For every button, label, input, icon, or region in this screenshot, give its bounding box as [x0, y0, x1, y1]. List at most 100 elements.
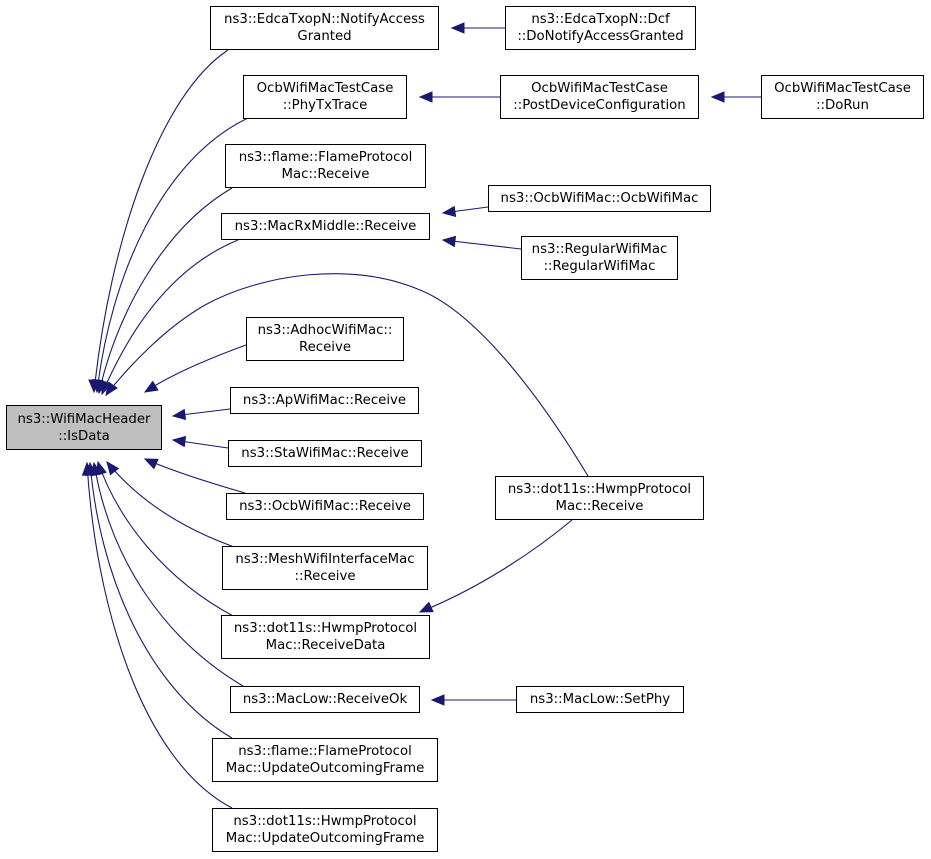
edge-arrowhead [171, 435, 187, 448]
edge-arrowhead [441, 205, 457, 218]
edge-ocbmac-ctor-to-macrx-receive [441, 205, 489, 218]
node-sta-receive[interactable]: ns3::StaWifiMac::Receive [228, 440, 422, 467]
node-label-line: ns3::dot11s::HwmpProtocol [233, 621, 418, 636]
node-label-line: ns3::dot11s::HwmpProtocol [233, 814, 417, 829]
node-label-line: Receive [298, 340, 352, 355]
edge-line [93, 462, 244, 687]
node-label-line: ns3::OcbWifiMac::Receive [239, 499, 411, 514]
node-label-line: ::IsData [58, 428, 110, 444]
edge-arrowhead [450, 22, 465, 34]
node-regular-ctor[interactable]: ns3::RegularWifiMac::RegularWifiMac [521, 236, 678, 280]
node-label-line: ns3::EdcaTxopN::Dcf [531, 12, 670, 27]
edge-line [106, 461, 241, 550]
node-label-line: ns3::AdhocWifiMac:: [257, 323, 393, 338]
node-label-line: Mac::ReceiveData [265, 638, 386, 653]
node-label-line: OcbWifiMacTestCase [774, 81, 911, 96]
node-label-line: Mac::UpdateOutcomingFrame [225, 761, 425, 776]
edge-sta-receive-to-root [171, 435, 229, 449]
node-label-line: ns3::flame::FlameProtocol [238, 744, 412, 759]
node-label-line: ns3::MacLow::ReceiveOk [242, 692, 408, 707]
node-ap-receive[interactable]: ns3::ApWifiMac::Receive [230, 387, 419, 414]
edge-arrowhead [143, 458, 159, 470]
edge-arrowhead [418, 91, 433, 103]
node-ocb-receive[interactable]: ns3::OcbWifiMac::Receive [226, 493, 424, 520]
edge-line [98, 187, 233, 394]
edge-hwmp-receive-to-hwmp-receivedata [418, 519, 573, 613]
edge-line [89, 462, 233, 739]
node-label-line: ns3::dot11s::HwmpProtocol [507, 482, 692, 497]
node-label-line: Mac::UpdateOutcomingFrame [225, 831, 425, 846]
edge-adhoc-receive-to-root [143, 344, 247, 393]
node-label-line: ns3::flame::FlameProtocol [238, 150, 413, 165]
node-ocb-postdev[interactable]: OcbWifiMacTestCase::PostDeviceConfigurat… [500, 75, 699, 119]
node-label-line: Mac::Receive [555, 499, 644, 514]
node-label-line: ::DoRun [816, 98, 869, 113]
node-label-line: ::PostDeviceConfiguration [513, 98, 686, 113]
node-label-line: ::DoNotifyAccessGranted [517, 29, 684, 44]
node-label-line: ns3::RegularWifiMac [531, 242, 668, 257]
node-label-line: ::RegularWifiMac [543, 259, 656, 274]
edge-arrowhead [710, 91, 725, 103]
edge-arrowhead [441, 235, 457, 248]
node-adhoc-receive[interactable]: ns3::AdhocWifiMac::Receive [246, 317, 404, 361]
edge-line [442, 239, 522, 250]
edge-mesh-receive-to-root [106, 460, 241, 550]
node-label-line: ns3::OcbWifiMac::OcbWifiMac [500, 191, 699, 206]
edge-arrowhead [430, 694, 445, 706]
edge-edca-dcf-to-edca-notify [450, 22, 505, 34]
edge-line [86, 462, 233, 809]
node-label-line: ns3::MeshWifiInterfaceMac [235, 552, 415, 567]
edge-hwmp-update-to-root [81, 461, 233, 809]
edge-ocb-receive-to-root [143, 458, 246, 494]
edge-line [101, 239, 239, 395]
edge-line [97, 461, 236, 618]
edge-macrx-receive-to-root [100, 239, 239, 396]
edge-ocb-postdev-to-ocb-phytx [418, 91, 500, 103]
edge-line [105, 273, 589, 477]
node-ocbmac-ctor[interactable]: ns3::OcbWifiMac::OcbWifiMac [488, 185, 711, 212]
edge-line [144, 344, 247, 393]
node-label-line: ns3::StaWifiMac::Receive [241, 446, 409, 461]
node-label-line: ns3::MacRxMiddle::Receive [234, 219, 417, 234]
node-mesh-receive[interactable]: ns3::MeshWifiInterfaceMac::Receive [222, 546, 428, 590]
node-label-line: Mac::Receive [281, 167, 370, 182]
node-maclow-setphy[interactable]: ns3::MacLow::SetPhy [516, 686, 684, 713]
edge-line [96, 117, 249, 393]
node-label-line: ns3::EdcaTxopN::NotifyAccess [224, 12, 425, 27]
edge-arrowhead [106, 460, 120, 476]
edge-hwmp-receive-to-root [105, 273, 589, 477]
edge-line [419, 519, 573, 613]
node-label-line: Granted [297, 29, 352, 44]
node-label-line: OcbWifiMacTestCase [256, 81, 394, 96]
node-label-line: ::PhyTxTrace [282, 98, 368, 113]
node-label-line: ns3::MacLow::SetPhy [529, 692, 671, 707]
node-macrx-receive[interactable]: ns3::MacRxMiddle::Receive [221, 213, 430, 240]
node-label-line: ns3::WifiMacHeader [17, 411, 151, 427]
edge-flame-update-to-root [85, 461, 233, 739]
node-maclow-receiveok[interactable]: ns3::MacLow::ReceiveOk [230, 686, 420, 713]
edge-regular-ctor-to-macrx-receive [441, 235, 522, 250]
edge-arrowhead [105, 381, 118, 397]
edge-maclow-setphy-to-maclow-receiveok [430, 694, 516, 706]
node-label-line: OcbWifiMacTestCase [531, 81, 668, 96]
node-ocb-dorun[interactable]: OcbWifiMacTestCase::DoRun [761, 75, 924, 119]
node-edca-dcf[interactable]: ns3::EdcaTxopN::Dcf::DoNotifyAccessGrant… [505, 6, 696, 50]
node-ocb-phytx[interactable]: OcbWifiMacTestCase::PhyTxTrace [243, 75, 407, 119]
node-root[interactable]: ns3::WifiMacHeader::IsData [6, 405, 162, 450]
edge-arrowhead [81, 461, 94, 476]
edge-ocb-dorun-to-ocb-postdev [710, 91, 761, 103]
edge-arrowhead [171, 408, 187, 421]
edge-edca-notify-to-root [88, 49, 229, 394]
node-label-line: ::Receive [294, 569, 356, 584]
edge-line [93, 49, 229, 393]
edge-arrowhead [418, 601, 434, 613]
edge-arrowhead [143, 380, 159, 393]
